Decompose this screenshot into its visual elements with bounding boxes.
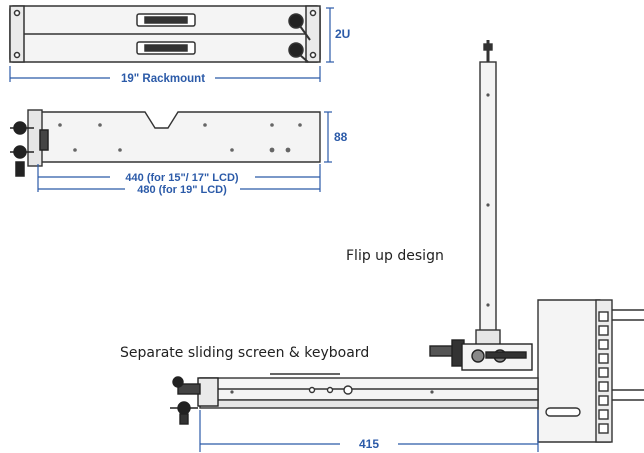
hinge-mechanism — [429, 339, 533, 371]
dimension-rackmount — [9, 66, 321, 82]
dimension-440-480 — [37, 164, 321, 192]
label-2u: 2U — [335, 27, 350, 41]
caption-sliding: Separate sliding screen & keyboard — [120, 345, 369, 361]
label-rackmount: 19" Rackmount — [121, 73, 205, 85]
dimension-415 — [199, 410, 539, 452]
dimension-2u — [326, 7, 334, 63]
sliding-front-bracket — [170, 376, 219, 425]
front-view-2u-panel — [9, 5, 321, 63]
flip-up-screen — [475, 40, 501, 349]
label-480: 480 (for 19" LCD) — [137, 184, 227, 196]
rack-post — [537, 299, 644, 443]
label-415: 415 — [359, 437, 379, 451]
caption-flip-up: Flip up design — [346, 248, 444, 264]
side-view-chassis — [27, 109, 321, 167]
dimension-88 — [324, 111, 332, 163]
side-view-knobs — [10, 121, 49, 177]
sliding-keyboard-drawer — [199, 373, 539, 409]
label-440: 440 (for 15"/ 17" LCD) — [125, 172, 238, 184]
label-88: 88 — [334, 130, 348, 144]
